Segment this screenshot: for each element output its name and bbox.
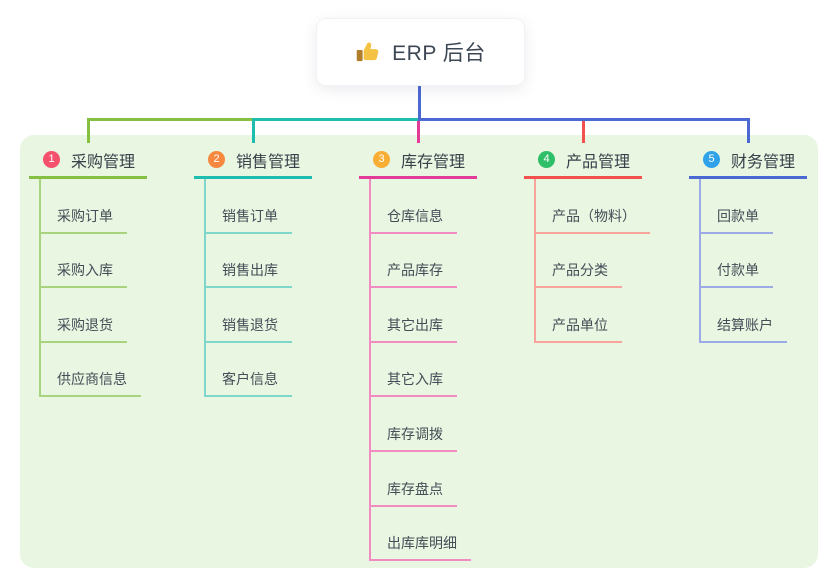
child-label: 付款单 [717, 262, 759, 279]
child-label: 产品（物料） [552, 207, 636, 224]
child-node[interactable]: 供应商信息 [39, 343, 141, 398]
branch-children: 回款单 付款单 结算账户 [699, 179, 787, 343]
branch-drop-line [251, 118, 255, 143]
branch-node-1: 1 采购管理 采购订单 采购入库 采购退货 供应商信息 [29, 143, 147, 398]
branch-label: 采购管理 [71, 153, 136, 171]
child-label: 出库库明细 [387, 535, 457, 552]
branch-title[interactable]: 4 产品管理 [524, 143, 642, 179]
root-title: ERP 后台 [392, 42, 486, 65]
branch-title[interactable]: 3 库存管理 [359, 143, 477, 179]
child-node[interactable]: 销售订单 [204, 179, 292, 234]
branch-spine-line [699, 179, 701, 343]
branch-number-badge: 2 [208, 151, 225, 168]
junction-line-left [86, 118, 255, 121]
branch-number-badge: 4 [538, 151, 555, 168]
branch-number-badge: 5 [703, 151, 720, 168]
child-node[interactable]: 出库库明细 [369, 507, 471, 562]
thumbs-up-icon [356, 42, 379, 62]
child-label: 采购入库 [57, 262, 113, 279]
child-label: 客户信息 [222, 371, 278, 388]
child-node[interactable]: 产品单位 [534, 288, 622, 343]
branch-title[interactable]: 5 财务管理 [689, 143, 807, 179]
branch-label: 产品管理 [566, 153, 631, 171]
child-node[interactable]: 销售退货 [204, 288, 292, 343]
branch-node-2: 2 销售管理 销售订单 销售出库 销售退货 客户信息 [194, 143, 312, 398]
child-label: 仓库信息 [387, 207, 443, 224]
branch-spine-line [204, 179, 206, 398]
branch-number-badge: 1 [43, 151, 60, 168]
child-node[interactable]: 其它入库 [369, 343, 457, 398]
child-node[interactable]: 回款单 [699, 179, 773, 234]
child-label: 结算账户 [717, 316, 773, 333]
child-label: 销售出库 [222, 262, 278, 279]
branch-drop-line [581, 118, 585, 143]
child-label: 产品库存 [387, 262, 443, 279]
child-label: 供应商信息 [57, 371, 127, 388]
child-node[interactable]: 采购入库 [39, 234, 127, 289]
branch-title[interactable]: 1 采购管理 [29, 143, 147, 179]
child-label: 其它出库 [387, 316, 443, 333]
branch-children: 产品（物料） 产品分类 产品单位 [534, 179, 650, 343]
child-node[interactable]: 库存盘点 [369, 452, 457, 507]
branches-panel [20, 135, 818, 568]
branch-node-4: 4 产品管理 产品（物料） 产品分类 产品单位 [524, 143, 650, 343]
child-node[interactable]: 结算账户 [699, 288, 787, 343]
child-label: 采购订单 [57, 207, 113, 224]
branch-children: 销售订单 销售出库 销售退货 客户信息 [204, 179, 292, 398]
root-node[interactable]: ERP 后台 [316, 18, 525, 86]
branch-drop-line [86, 118, 90, 143]
child-node[interactable]: 仓库信息 [369, 179, 457, 234]
child-label: 库存盘点 [387, 480, 443, 497]
child-label: 销售退货 [222, 316, 278, 333]
branch-spine-line [39, 179, 41, 398]
branch-title[interactable]: 2 销售管理 [194, 143, 312, 179]
root-drop-line [418, 84, 421, 121]
branch-drop-line [746, 118, 750, 143]
branch-node-3: 3 库存管理 仓库信息 产品库存 其它出库 其它入库 库存调拨 库存盘点 出库库… [359, 143, 477, 562]
child-node[interactable]: 产品库存 [369, 234, 457, 289]
branch-children: 仓库信息 产品库存 其它出库 其它入库 库存调拨 库存盘点 出库库明细 [369, 179, 471, 562]
child-label: 产品单位 [552, 316, 608, 333]
child-node[interactable]: 库存调拨 [369, 397, 457, 452]
branch-spine-line [534, 179, 536, 343]
branch-label: 财务管理 [731, 153, 796, 171]
junction-line-right [418, 118, 750, 121]
branch-children: 采购订单 采购入库 采购退货 供应商信息 [39, 179, 141, 398]
child-node[interactable]: 付款单 [699, 234, 773, 289]
child-label: 产品分类 [552, 262, 608, 279]
child-node[interactable]: 销售出库 [204, 234, 292, 289]
child-node[interactable]: 客户信息 [204, 343, 292, 398]
child-node[interactable]: 产品分类 [534, 234, 622, 289]
child-node[interactable]: 采购订单 [39, 179, 127, 234]
child-node[interactable]: 其它出库 [369, 288, 457, 343]
branch-node-5: 5 财务管理 回款单 付款单 结算账户 [689, 143, 807, 343]
child-label: 采购退货 [57, 316, 113, 333]
junction-line-mid [251, 118, 421, 121]
branch-label: 销售管理 [236, 153, 301, 171]
child-label: 销售订单 [222, 207, 278, 224]
child-label: 其它入库 [387, 371, 443, 388]
child-label: 回款单 [717, 207, 759, 224]
child-node[interactable]: 采购退货 [39, 288, 127, 343]
branch-drop-line [416, 118, 420, 143]
child-node[interactable]: 产品（物料） [534, 179, 650, 234]
branch-spine-line [369, 179, 371, 562]
child-label: 库存调拨 [387, 425, 443, 442]
branch-label: 库存管理 [401, 153, 466, 171]
branch-number-badge: 3 [373, 151, 390, 168]
